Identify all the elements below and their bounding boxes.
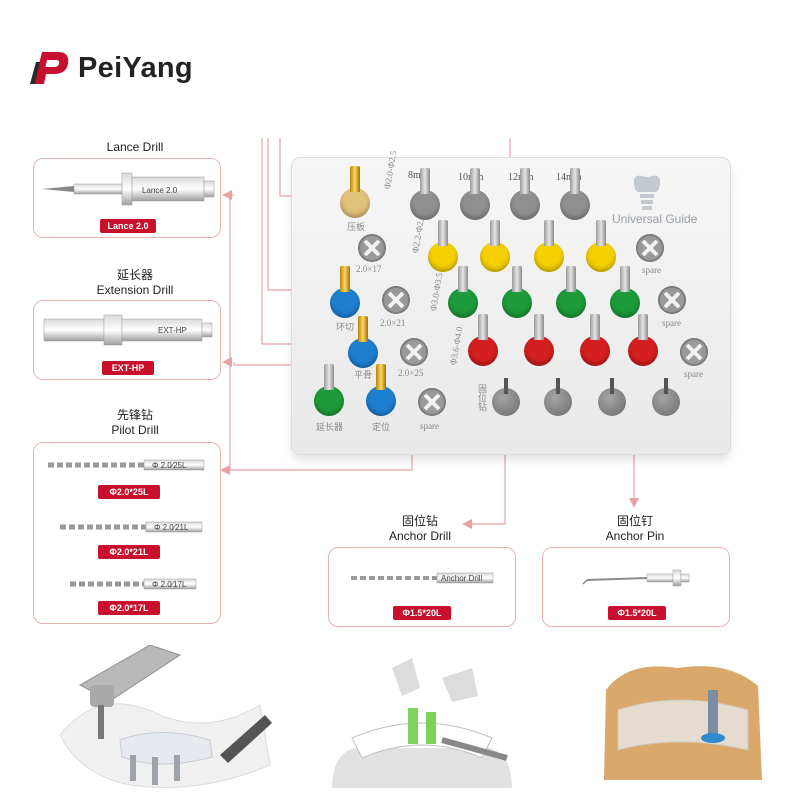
lance-drill-image: Lance 2.0 [42, 172, 215, 206]
flatten-label: 平骨 [354, 370, 373, 380]
anchor-pin-image [582, 569, 690, 587]
position-holder [366, 364, 396, 416]
slot-2-0x25 [400, 338, 428, 366]
yellow-holder-4 [586, 220, 616, 272]
spare-slot-4 [418, 388, 446, 416]
anchor-pin-disc-2 [598, 378, 626, 416]
anchor-drill-card: Anchor Drill Φ1.5*20L [328, 547, 516, 627]
anchor-pin-tag: Φ1.5*20L [608, 606, 666, 620]
spare-slot-3 [680, 338, 708, 366]
peiyang-logo-icon [30, 52, 69, 84]
spare-label-3: spare [684, 369, 703, 379]
pilot-drill-21: Φ 2.0∕21L [60, 521, 203, 533]
gray-holder-12mm [510, 168, 540, 220]
lance-engraving: Lance 2.0 [142, 186, 178, 195]
red-holder-3 [580, 314, 610, 366]
length-8mm: 8mm [408, 170, 429, 181]
pilot-engraving-17: Φ 2.0∕17L [152, 580, 187, 589]
punch-label: 环切 [336, 322, 355, 332]
anchor-pin-disc-3 [652, 378, 680, 416]
pilot-tag-21: Φ2.0*21L [98, 545, 160, 559]
pilot-tag-17: Φ2.0*17L [98, 601, 160, 615]
green-holder-4 [610, 266, 640, 318]
jaw-model-photo [332, 658, 512, 788]
yellow-holder-1 [428, 220, 458, 272]
yellow-holder-2 [480, 220, 510, 272]
anchor-drill-title: 固位钻 Anchor Drill [388, 514, 451, 543]
brand-logo: PeiYang [30, 48, 193, 88]
anchor-drill-image: Anchor Drill [351, 572, 494, 584]
pilot-drill-title: 先锋钻 Pilot Drill [111, 408, 159, 437]
yellow-holder-3 [534, 220, 564, 272]
flatten-holder [348, 316, 378, 368]
extender-label: 延长器 [316, 422, 344, 432]
spare-slot-2 [658, 286, 686, 314]
extension-drill-image: EXT-HP [43, 314, 213, 346]
punch-holder [330, 266, 360, 318]
spare-slot-1 [636, 234, 664, 262]
gray-holder-10mm [460, 168, 490, 220]
green-holder-3 [556, 266, 586, 318]
extension-tag: EXT-HP [102, 361, 154, 375]
spare-label-1: spare [642, 265, 661, 275]
handpiece-guide-photo [59, 645, 272, 788]
slot-2-0x21 [382, 286, 410, 314]
spare-label-4: spare [420, 421, 439, 431]
dental-cast-photo [604, 666, 762, 780]
tray-brand-text: Universal Guide [612, 212, 698, 226]
size-2-0x21: 2.0×21 [380, 318, 406, 328]
anchor-drill-disc [492, 378, 520, 416]
gray-holder-14mm [560, 168, 590, 220]
extension-engraving: EXT-HP [158, 326, 187, 335]
pilot-drill-25: Φ 2.0∕25L [48, 459, 205, 471]
diameter-row3: Φ3.0-Φ3.5 [428, 271, 445, 312]
pressing-holder [340, 166, 370, 218]
green-holder-1 [448, 266, 478, 318]
anchor-pin-card: Φ1.5*20L [542, 547, 730, 627]
size-2-0x17: 2.0×17 [356, 264, 382, 274]
extension-drill-title: 延长器 Extension Drill [96, 268, 174, 297]
pilot-drill-images: Φ 2.0∕25L Φ 2.0∕21L Φ 2.0∕17L [48, 459, 205, 590]
length-14mm: 14mm [556, 172, 582, 183]
anchor-drill-engraving: Anchor Drill [441, 574, 483, 583]
extension-drill-card: EXT-HP EXT-HP [33, 300, 221, 380]
lance-drill-title: Lance Drill [106, 140, 164, 154]
pressing-label: 压板 [347, 222, 366, 232]
gray-holder-8mm [410, 168, 440, 220]
guide-tray: Universal Guide 8mm 10mm 12mm 14mm Φ2.0-… [292, 150, 730, 454]
anchor-drill-tag: Φ1.5*20L [393, 606, 451, 620]
pilot-engraving-21: Φ 2.0∕21L [154, 523, 189, 532]
anchor-pin-disc-1 [544, 378, 572, 416]
slot-2-0x17 [358, 234, 386, 262]
extender-holder [314, 364, 344, 416]
position-label: 定位 [372, 422, 391, 432]
brand-name: PeiYang [78, 51, 193, 84]
red-holder-1 [468, 314, 498, 366]
tooth-implant-icon [634, 175, 660, 210]
spare-label-2: spare [662, 318, 681, 328]
red-holder-2 [524, 314, 554, 366]
pilot-tag-25: Φ2.0*25L [98, 485, 160, 499]
diameter-row4: Φ3.6-Φ4.0 [448, 325, 465, 366]
size-2-0x25: 2.0×25 [398, 368, 424, 378]
green-holder-2 [502, 266, 532, 318]
pilot-drill-17: Φ 2.0∕17L [70, 578, 197, 590]
lance-drill-card: Lance 2.0 Lance 2.0 [33, 158, 221, 238]
pilot-drill-card: Φ 2.0∕25L Φ 2.0∕21L Φ 2.0∕17L Φ2.0*25L Φ… [33, 442, 221, 624]
anchor-drill-tray-label: 固位钻 [477, 384, 487, 411]
anchor-pin-title: 固位钉 Anchor Pin [605, 514, 665, 543]
lance-tag: Lance 2.0 [100, 219, 156, 233]
pilot-engraving-25: Φ 2.0∕25L [152, 461, 187, 470]
red-holder-4 [628, 314, 658, 366]
